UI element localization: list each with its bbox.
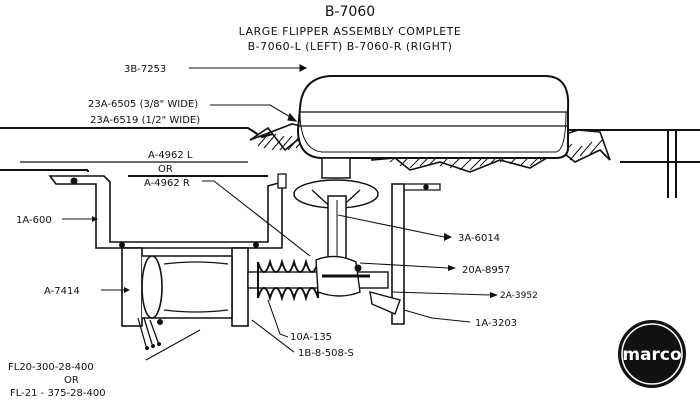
label-coil-2: FL-21 - 375-28-400 [10,388,106,399]
label-rubber-narrow: 23A-6519 (1/2" WIDE) [90,115,200,126]
flipper-bat [296,75,570,159]
part-number: B-7060 [325,4,375,20]
label-frame: 1A-600 [16,215,52,226]
label-coil-mount: A-7414 [44,286,80,297]
label-or-1: OR [158,164,173,175]
label-link: 2A-3952 [500,291,538,301]
mounting-bracket [48,173,287,249]
leader-arrows [92,216,498,298]
label-bushing: 3A-6014 [458,233,500,244]
label-crank: 20A-8957 [462,265,510,276]
marco-logo: marco [618,320,686,388]
flipper-shaft [293,157,379,269]
assembly-variants: B-7060-L (LEFT) B-7060-R (RIGHT) [248,40,453,53]
label-screw: 1B-8-508-S [298,348,354,359]
label-rubber-wide: 23A-6505 (3/8" WIDE) [88,99,198,110]
leader-lines [62,64,491,361]
coil-assembly [121,247,249,350]
label-stop: 1A-3203 [475,318,517,329]
logo-disc [618,320,686,388]
label-coil-1: FL20-300-28-400 [8,362,94,373]
label-flipper: 3B-7253 [124,64,166,75]
logo-text: marco [622,345,681,365]
label-or-2: OR [64,375,79,386]
label-spring: 10A-135 [290,332,332,343]
assembly-title: LARGE FLIPPER ASSEMBLY COMPLETE [239,25,462,38]
stop-bracket [369,183,441,325]
label-bracket-right: A-4962 R [144,178,190,189]
label-bracket-left: A-4962 L [148,150,193,161]
plunger-spring [247,255,389,302]
